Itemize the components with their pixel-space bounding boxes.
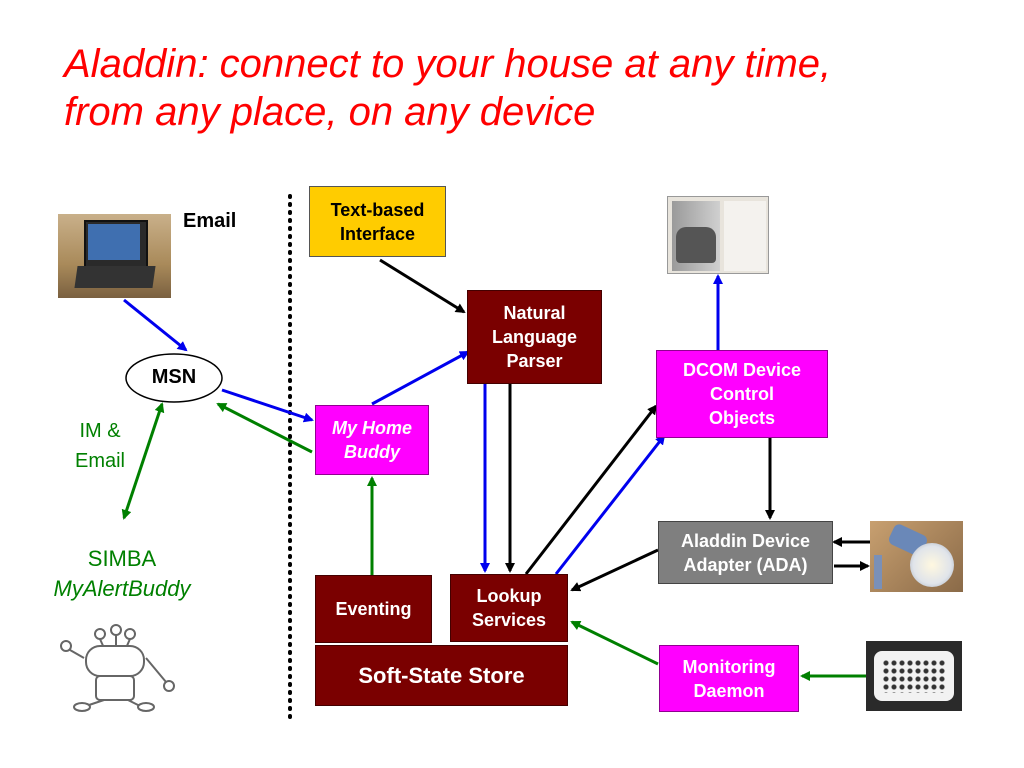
robot-icon [60, 624, 175, 712]
nlp-line-1: Natural [503, 303, 566, 323]
arrow-homebuddy-msn [216, 402, 313, 454]
arrow-homebuddy-nlp [371, 350, 470, 406]
soft-state-store-box: Soft-State Store [315, 645, 568, 706]
ada-line-1: Aladdin Device [680, 530, 811, 551]
lookup-line-1: Lookup [476, 586, 542, 606]
im-email-line-1: IM & [79, 420, 121, 442]
home-buddy-line-1: My Home [331, 418, 412, 438]
msn-ellipse [125, 353, 223, 403]
sensor-device-photo [866, 641, 962, 711]
monitoring-line-2: Daemon [693, 680, 765, 701]
lamp-photo [870, 521, 963, 592]
natural-language-parser-box: Natural Language Parser [467, 290, 602, 384]
laptop-photo [58, 214, 171, 298]
aladdin-device-adapter-box: Aladdin Device Adapter (ADA) [658, 521, 833, 584]
text-based-interface-box: Text-based Interface [309, 186, 446, 257]
dcom-line-3: Objects [708, 408, 775, 428]
arrow-textui-nlp [379, 258, 466, 314]
nlp-line-2: Language [491, 327, 577, 347]
dcom-device-control-objects-box: DCOM Device Control Objects [656, 350, 828, 438]
im-email-line-2: Email [74, 450, 125, 472]
email-label: Email [183, 210, 237, 232]
lookup-services-box: Lookup Services [450, 574, 568, 642]
monitoring-daemon-box: Monitoring Daemon [659, 645, 799, 712]
arrow-ada-lookup [570, 548, 659, 592]
myalertbuddy-text: MyAlertBuddy [53, 576, 191, 601]
simba-label: SIMBA MyAlertBuddy [22, 544, 222, 604]
slide-title: Aladdin: connect to your house at any ti… [64, 40, 1004, 136]
soft-state-label: Soft-State Store [358, 662, 525, 688]
lookup-line-2: Services [471, 610, 547, 630]
dcom-line-1: DCOM Device [682, 360, 802, 380]
arrow-monitoring-lookup [570, 620, 659, 666]
arrow-laptop-msn [123, 298, 188, 352]
simba-text: SIMBA [87, 546, 157, 571]
monitoring-line-1: Monitoring [682, 656, 776, 677]
eventing-box: Eventing [315, 575, 432, 643]
my-home-buddy-box: My Home Buddy [315, 405, 429, 475]
home-buddy-line-2: Buddy [343, 442, 400, 462]
dcom-line-2: Control [710, 384, 774, 404]
arrow-msn-homebuddy [221, 388, 314, 423]
msn-label: MSN [151, 366, 197, 388]
title-line-2: from any place, on any device [64, 90, 596, 134]
im-email-label: IM & Email [58, 416, 142, 476]
arrow-msn-simba [121, 402, 165, 520]
arrow-lookup-dcom-blue [554, 434, 666, 575]
eventing-label: Eventing [335, 599, 412, 619]
title-line-1: Aladdin: connect to your house at any ti… [64, 42, 832, 86]
ada-line-2: Adapter (ADA) [683, 554, 808, 575]
nlp-line-3: Parser [506, 351, 563, 371]
arrow-lookup-dcom-black [524, 404, 658, 575]
text-interface-line-2: Interface [339, 223, 416, 244]
garage-photo [667, 196, 769, 274]
text-interface-line-1: Text-based [330, 199, 425, 220]
